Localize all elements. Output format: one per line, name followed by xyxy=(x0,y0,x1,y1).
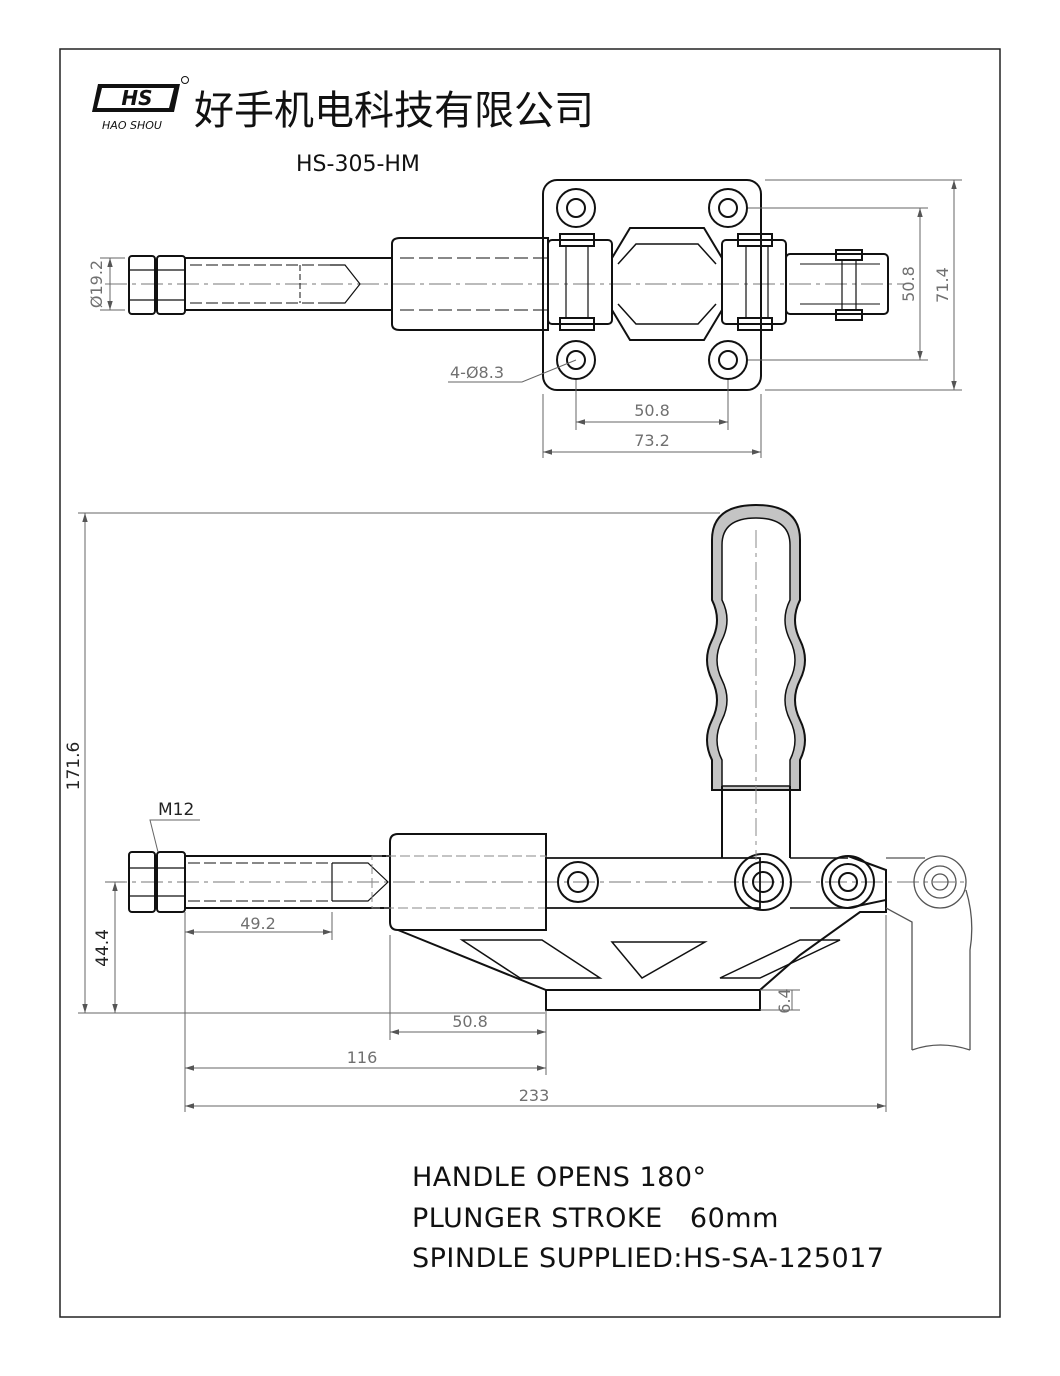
note-plunger-stroke: PLUNGER STROKE 60mm xyxy=(412,1203,779,1234)
dim-total-length: 233 xyxy=(519,1086,550,1105)
dim-base-height: 71.4 xyxy=(933,267,952,303)
dim-rod-diameter: Ø19.2 xyxy=(87,260,106,308)
dim-thread: M12 xyxy=(158,800,194,820)
logo-text: HS xyxy=(121,86,152,110)
logo-subtitle: HAO SHOU xyxy=(102,119,162,132)
dim-holes: 4-Ø8.3 xyxy=(450,363,504,382)
dim-total-height: 171.6 xyxy=(64,742,84,791)
note-handle-opens: HANDLE OPENS 180° xyxy=(412,1162,707,1193)
dim-hole-spacing-x: 50.8 xyxy=(634,401,670,420)
drawing-border xyxy=(59,48,1001,1318)
dim-base-thickness: 6.4 xyxy=(775,988,794,1013)
dim-base-length: 50.8 xyxy=(452,1012,488,1031)
note-spindle: SPINDLE SUPPLIED:HS-SA-125017 xyxy=(412,1243,885,1274)
side-view xyxy=(105,503,973,1051)
dim-thread-length: 49.2 xyxy=(240,914,276,933)
dim-base-width: 73.2 xyxy=(634,431,670,450)
dim-axis-height: 44.4 xyxy=(93,929,113,967)
side-view-dimensions xyxy=(78,512,887,1112)
company-name: 好手机电科技有限公司 xyxy=(194,88,594,134)
top-view xyxy=(105,179,905,391)
top-view-dimensions xyxy=(100,179,962,458)
company-logo: HS HAO SHOU xyxy=(92,76,189,132)
dim-to-base: 116 xyxy=(347,1048,378,1067)
model-number: HS-305-HM xyxy=(296,152,420,177)
dim-hole-spacing-y: 50.8 xyxy=(899,266,918,302)
